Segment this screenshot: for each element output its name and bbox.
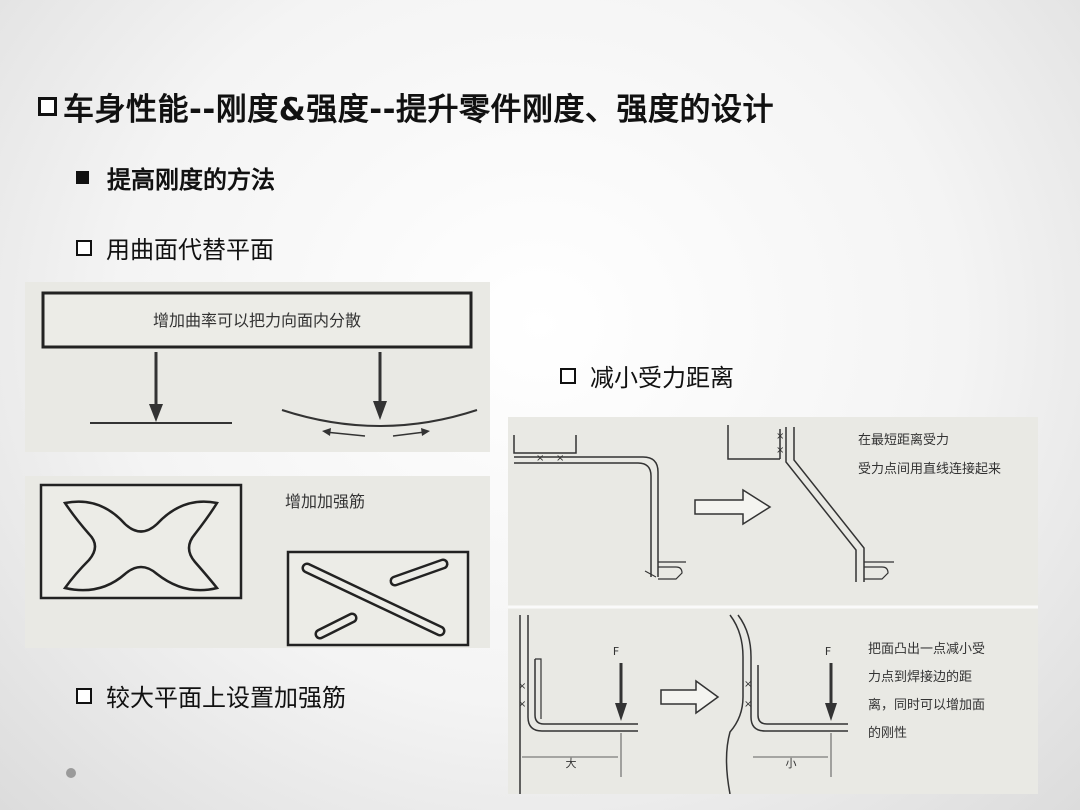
bullet-main: 提高刚度的方法 xyxy=(76,160,275,195)
svg-text:×: × xyxy=(518,699,526,710)
figure-ribs: 增加加强筋 xyxy=(25,476,490,648)
svg-text:×: × xyxy=(744,679,752,690)
bullet-curved: 用曲面代替平面 xyxy=(76,230,274,265)
bullet-reduce-text: 减小受力距离 xyxy=(590,364,734,392)
hollow-square-bullet-icon xyxy=(38,97,57,116)
bottom-note-line3: 离，同时可以增加面 xyxy=(868,697,985,713)
bottom-note-line2: 力点到焊接边的距 xyxy=(868,669,972,685)
svg-text:×: × xyxy=(556,453,564,464)
force-label-left: F xyxy=(613,645,619,658)
small-label: 小 xyxy=(786,757,797,770)
bullet-ribs-text: 较大平面上设置加强筋 xyxy=(106,684,346,712)
figure-force-distance: × × × × 在最短距离受力 受力点间用直线连接起来 × × F 大 xyxy=(508,417,1038,794)
svg-text:×: × xyxy=(776,431,784,442)
force-arrow-icon xyxy=(825,703,837,721)
top-note-line1: 在最短距离受力 xyxy=(858,432,949,448)
force-arrow-icon xyxy=(615,703,627,721)
bullet-curved-text: 用曲面代替平面 xyxy=(106,236,274,264)
bottom-note-line1: 把面凸出一点减小受 xyxy=(868,642,985,657)
down-arrow-icon xyxy=(149,404,163,422)
down-arrow-icon xyxy=(373,401,387,420)
bullet-ribs: 较大平面上设置加强筋 xyxy=(76,678,346,713)
bullet-main-text: 提高刚度的方法 xyxy=(107,166,275,194)
svg-text:×: × xyxy=(744,699,752,710)
hollow-square-bullet-icon xyxy=(76,687,92,704)
hollow-right-arrow-icon xyxy=(694,488,772,526)
bullet-reduce-distance: 减小受力距离 xyxy=(560,358,734,393)
force-label-right: F xyxy=(825,645,831,658)
large-label: 大 xyxy=(566,756,577,770)
hollow-right-arrow-icon xyxy=(660,679,720,715)
right-arrow-icon xyxy=(421,428,430,436)
bottom-note-line4: 的刚性 xyxy=(868,725,907,741)
svg-text:×: × xyxy=(776,445,784,456)
figure-curvature: 增加曲率可以把力向面内分散 xyxy=(25,282,490,452)
left-arrow-icon xyxy=(322,428,331,436)
slide-title: 车身性能--刚度&强度--提升零件刚度、强度的设计 xyxy=(38,84,774,129)
hollow-square-bullet-icon xyxy=(560,367,576,384)
slide-title-text: 车身性能--刚度&强度--提升零件刚度、强度的设计 xyxy=(63,92,774,128)
ribs-caption: 增加加强筋 xyxy=(285,492,365,511)
svg-text:×: × xyxy=(518,681,526,692)
decorative-dot xyxy=(66,768,76,778)
top-note-line2: 受力点间用直线连接起来 xyxy=(858,461,1001,477)
filled-square-bullet-icon xyxy=(76,171,89,184)
hollow-square-bullet-icon xyxy=(76,239,92,256)
curvature-caption: 增加曲率可以把力向面内分散 xyxy=(153,311,361,330)
svg-text:×: × xyxy=(536,453,544,464)
